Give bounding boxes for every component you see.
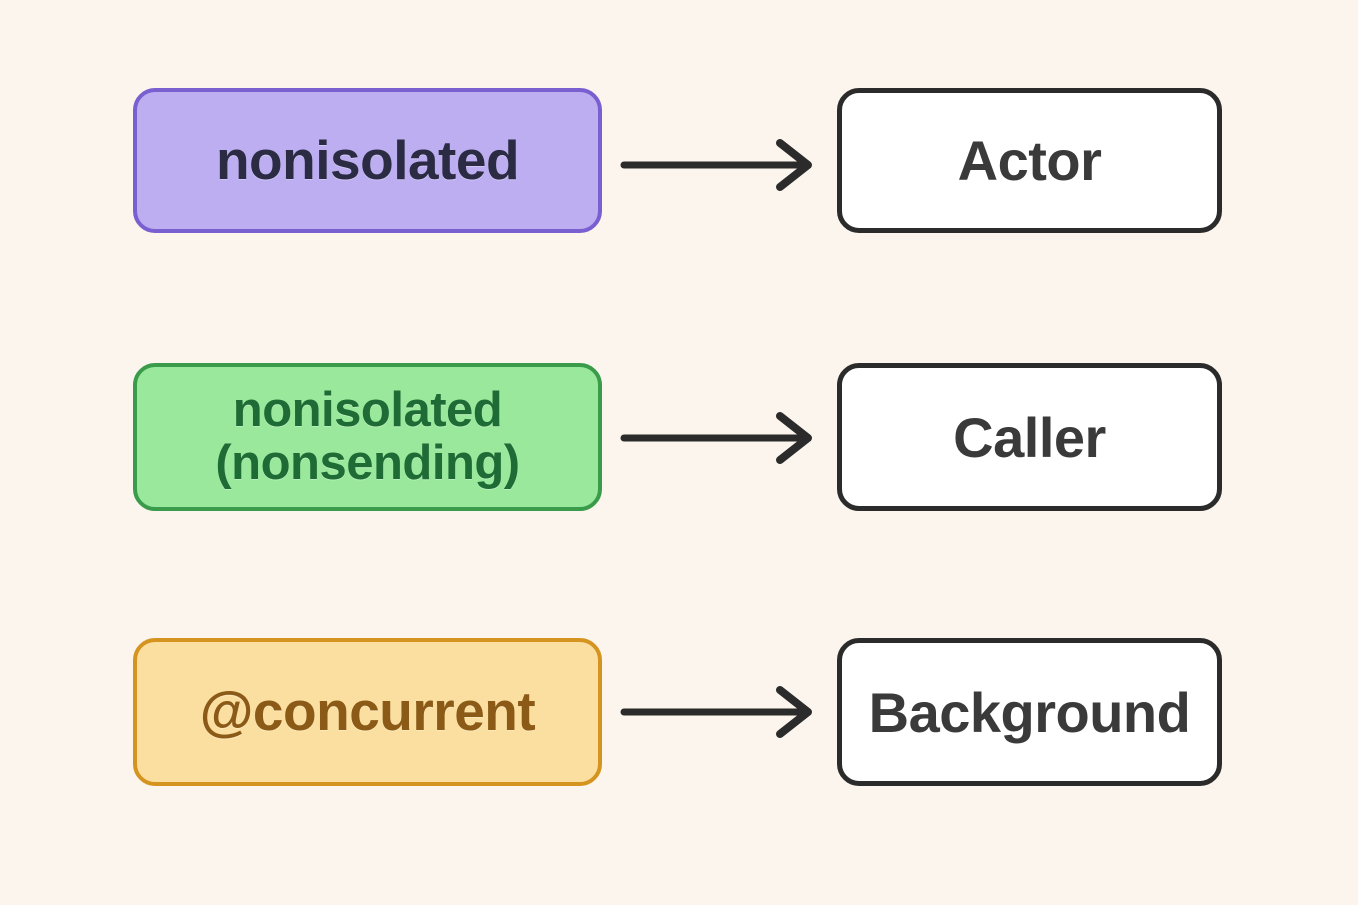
source-box-nonisolated: nonisolated <box>133 88 602 233</box>
source-box-nonisolated-nonsending-label: nonisolated (nonsending) <box>137 384 598 490</box>
source-label-line-2: (nonsending) <box>215 436 520 490</box>
source-label-line-1: nonisolated <box>232 383 503 438</box>
source-box-nonisolated-nonsending: nonisolated (nonsending) <box>133 363 602 511</box>
source-box-concurrent-label: @concurrent <box>137 680 598 743</box>
arrow-nonisolated-to-actor <box>620 135 820 195</box>
target-box-actor-label: Actor <box>957 129 1102 192</box>
arrow-nonsending-to-caller <box>620 408 820 468</box>
target-box-caller: Caller <box>837 363 1222 511</box>
arrow-concurrent-to-background <box>620 682 820 742</box>
source-label-line-1: nonisolated <box>215 128 520 191</box>
target-box-background: Background <box>837 638 1222 786</box>
target-box-background-label: Background <box>868 680 1191 744</box>
source-box-nonisolated-label: nonisolated <box>137 128 598 191</box>
source-label-line-1: @concurrent <box>199 680 536 743</box>
target-box-caller-label: Caller <box>953 405 1106 469</box>
target-box-actor: Actor <box>837 88 1222 233</box>
source-box-concurrent: @concurrent <box>133 638 602 786</box>
